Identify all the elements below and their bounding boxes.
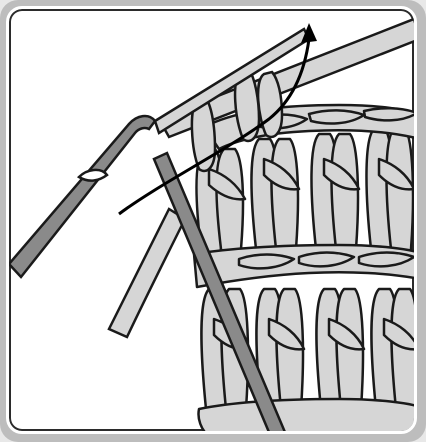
crochet-illustration (9, 9, 417, 434)
working-yarn-strand (109, 209, 185, 337)
illustration-panel (6, 6, 417, 434)
stitch-rows (194, 105, 417, 434)
